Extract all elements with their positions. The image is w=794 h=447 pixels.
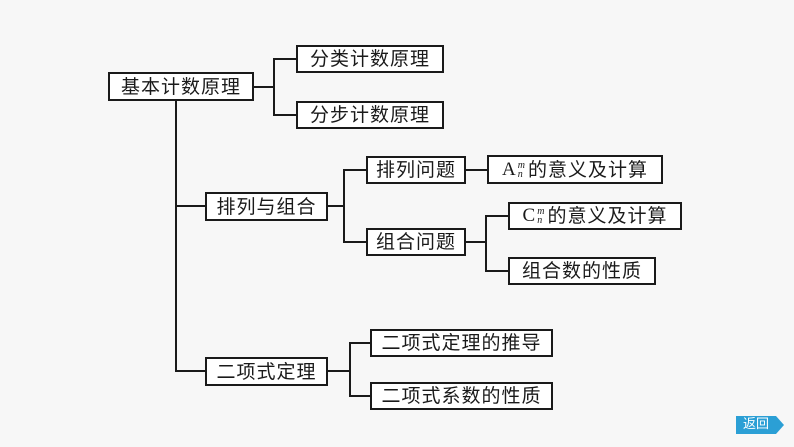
binomial-branch-1 xyxy=(349,342,370,344)
combination-sub: n xyxy=(537,215,544,226)
node-label: 的意义及计算 xyxy=(527,158,648,181)
principle-branch-2 xyxy=(273,114,296,116)
node-perm-comb: 排列与组合 xyxy=(205,192,328,221)
perm-branch xyxy=(343,169,366,171)
node-combination-meaning: C m n 的意义及计算 xyxy=(508,202,682,230)
node-label: 二项式定理的推导 xyxy=(381,332,542,354)
node-binomial-coefficients: 二项式系数的性质 xyxy=(370,382,553,410)
perm-comb-connector xyxy=(343,169,345,243)
node-label: 排列与组合 xyxy=(216,195,317,218)
node-combination: 组合问题 xyxy=(366,228,466,256)
node-label: 组合问题 xyxy=(375,231,456,253)
arrangement-indices: m n xyxy=(517,159,526,180)
node-classification-principle: 分类计数原理 xyxy=(296,45,444,73)
node-step-principle: 分步计数原理 xyxy=(296,101,444,129)
node-binomial: 二项式定理 xyxy=(205,357,328,386)
node-permutation: 排列问题 xyxy=(366,156,466,184)
binomial-branch-2 xyxy=(349,395,370,397)
comb-branch-2 xyxy=(485,270,508,272)
node-label: 排列问题 xyxy=(375,159,456,181)
binomial-connector xyxy=(349,342,351,397)
combination-sup: m xyxy=(537,206,546,217)
back-button-label: 返回 xyxy=(742,417,769,432)
comb-branch-1 xyxy=(485,215,508,217)
node-binomial-derivation: 二项式定理的推导 xyxy=(370,329,553,357)
perm-to-a-line xyxy=(465,169,487,171)
binomial-out-line xyxy=(327,370,351,372)
back-button[interactable]: 返回 xyxy=(736,416,784,434)
node-label: 二项式系数的性质 xyxy=(381,385,542,407)
root-to-principles-line xyxy=(253,86,275,88)
comb-connector xyxy=(485,215,487,271)
principle-branch-1 xyxy=(273,58,296,60)
comb-out-line xyxy=(465,241,487,243)
perm-comb-out-line xyxy=(327,205,345,207)
arrangement-sup: m xyxy=(517,159,526,171)
node-root: 基本计数原理 xyxy=(108,72,254,101)
node-label: 的意义及计算 xyxy=(547,205,668,227)
node-label: 二项式定理 xyxy=(216,360,317,383)
branch-line-binomial xyxy=(175,370,205,372)
node-combination-properties: 组合数的性质 xyxy=(508,257,656,285)
comb-branch xyxy=(343,241,366,243)
node-arrangement-meaning: A m n 的意义及计算 xyxy=(487,155,663,184)
branch-line-perm-comb xyxy=(175,205,205,207)
node-label: 分步计数原理 xyxy=(309,104,430,126)
node-root-label: 基本计数原理 xyxy=(120,75,241,98)
arrangement-sub: n xyxy=(517,168,524,180)
node-label: 分类计数原理 xyxy=(309,48,430,70)
combination-indices: m n xyxy=(537,206,546,226)
trunk-line xyxy=(175,100,177,372)
principles-connector xyxy=(273,58,275,115)
node-label: 组合数的性质 xyxy=(521,260,642,282)
arrangement-symbol: A xyxy=(502,158,517,180)
combination-symbol: C xyxy=(522,205,537,226)
